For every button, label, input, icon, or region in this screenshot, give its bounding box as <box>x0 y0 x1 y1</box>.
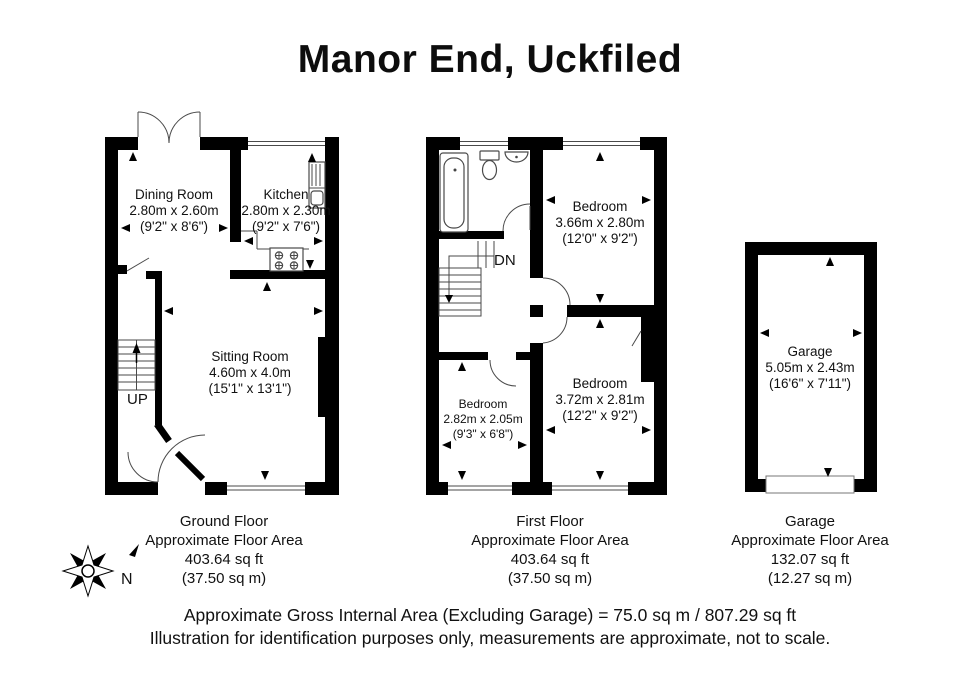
bedroom2-metric: 3.72m x 2.81m <box>555 392 644 407</box>
stove <box>269 247 304 272</box>
bedroom1-imperial: (12'0" x 9'2") <box>562 231 638 246</box>
chimney-breast <box>641 317 654 382</box>
bedroom3-metric: 2.82m x 2.05m <box>443 412 522 426</box>
bathroom-wall <box>426 231 504 239</box>
page-title: Manor End, Uckfiled <box>297 38 683 81</box>
first-stairs <box>438 241 495 317</box>
caption-line: Approximate Floor Area <box>471 532 629 549</box>
ground-windows-and-openings <box>138 137 325 495</box>
stairs-up-label: UP <box>127 391 148 408</box>
garage-door <box>765 475 855 494</box>
caption-line: (12.27 sq m) <box>767 570 853 587</box>
kitchen-fixtures <box>241 161 326 272</box>
dining-room-imperial: (9'2" x 8'6") <box>140 219 208 234</box>
caption-line: (37.50 sq m) <box>181 570 267 587</box>
kitchen-imperial: (9'2" x 7'6") <box>252 219 320 234</box>
kitchen-sink <box>310 190 324 206</box>
bedroom3-name: Bedroom <box>459 397 508 411</box>
compass-rose: N <box>61 544 139 598</box>
garage-imperial: (16'6" x 7'11") <box>769 376 851 391</box>
toilet-cistern <box>479 150 500 161</box>
garage-room-label: Garage 5.05m x 2.43m (16'6" x 7'11") <box>765 344 854 391</box>
first-doors <box>489 203 571 387</box>
ground-floor-plan: Dining Room 2.80m x 2.60m (9'2" x 8'6") … <box>105 111 339 495</box>
footer-disclaimer: Illustration for identification purposes… <box>149 628 831 648</box>
dining-room-metric: 2.80m x 2.60m <box>129 203 218 218</box>
bedroom1-name: Bedroom <box>573 199 628 214</box>
garage-plan: Garage 5.05m x 2.43m (16'6" x 7'11") <box>745 242 877 494</box>
ground-stairs <box>117 339 156 391</box>
garage-dimension-arrows <box>760 257 862 477</box>
caption-line: 403.64 sq ft <box>510 551 590 568</box>
ground-doors <box>126 111 206 483</box>
garage-metric: 5.05m x 2.43m <box>765 360 854 375</box>
dining-room-name: Dining Room <box>135 187 213 202</box>
caption-line: Ground Floor <box>179 513 269 530</box>
garage-name: Garage <box>787 344 832 359</box>
bedroom2-imperial: (12'2" x 9'2") <box>562 408 638 423</box>
caption-line: Approximate Floor Area <box>731 532 889 549</box>
kitchen-metric: 2.80m x 2.30m <box>241 203 330 218</box>
bedroom1-metric: 3.66m x 2.80m <box>555 215 644 230</box>
stairs-down-label: DN <box>494 252 516 269</box>
bedroom2-name: Bedroom <box>573 376 628 391</box>
caption-line: 132.07 sq ft <box>770 551 850 568</box>
caption-line: Approximate Floor Area <box>145 532 303 549</box>
sitting-room-imperial: (15'1" x 13'1") <box>208 381 291 396</box>
caption-line: Garage <box>784 513 836 530</box>
bedroom3-imperial: (9'3" x 6'8") <box>453 427 513 441</box>
first-floor-plan: Bedroom 3.66m x 2.80m (12'0" x 9'2") Bed… <box>426 137 667 495</box>
footer-notes: Approximate Gross Internal Area (Excludi… <box>0 604 980 650</box>
sitting-room-metric: 4.60m x 4.0m <box>209 365 291 380</box>
bathroom-fixtures <box>439 150 529 233</box>
toilet-bowl <box>481 159 498 181</box>
first-dimension-arrows <box>442 152 651 480</box>
first-room-labels: Bedroom 3.66m x 2.80m (12'0" x 9'2") Bed… <box>443 199 644 441</box>
caption-line: First Floor <box>516 513 584 530</box>
compass-pointer <box>129 544 139 557</box>
footer-gross-area: Approximate Gross Internal Area (Excludi… <box>183 605 797 625</box>
ground-room-labels: Dining Room 2.80m x 2.60m (9'2" x 8'6") … <box>127 187 331 408</box>
caption-line: 403.64 sq ft <box>184 551 264 568</box>
first-floor-caption: First Floor Approximate Floor Area 403.6… <box>440 512 660 588</box>
chimney-breast <box>318 337 339 417</box>
first-windows <box>448 137 640 495</box>
kitchen-name: Kitchen <box>263 187 308 202</box>
garage-caption: Garage Approximate Floor Area 132.07 sq … <box>700 512 920 588</box>
caption-line: (37.50 sq m) <box>507 570 593 587</box>
sitting-room-name: Sitting Room <box>211 349 288 364</box>
compass-north-label: N <box>121 571 133 588</box>
ground-dimension-arrows <box>121 152 323 480</box>
ground-floor-caption: Ground Floor Approximate Floor Area 403.… <box>114 512 334 588</box>
